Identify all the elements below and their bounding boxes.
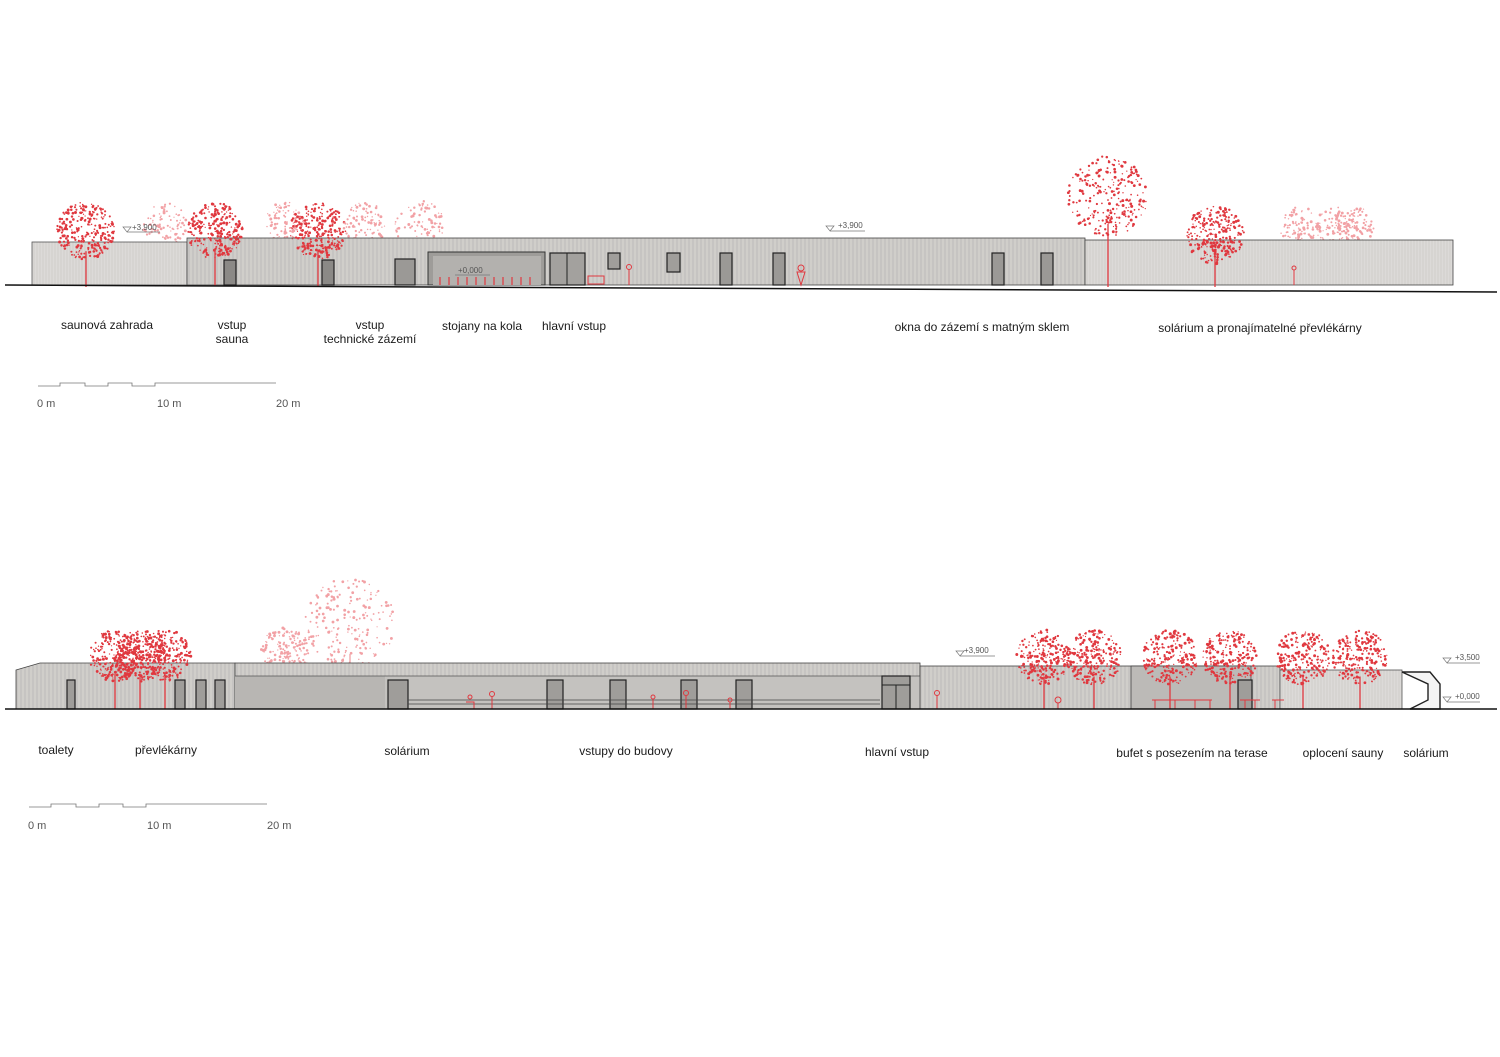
bottom-fence bbox=[1279, 669, 1403, 710]
label-sauna-entry: vstup sauna bbox=[216, 318, 249, 346]
label-sauna-garden: saunová zahrada bbox=[60, 318, 154, 332]
top-sauna-door bbox=[223, 259, 237, 286]
tree-icon bbox=[1331, 629, 1388, 709]
bottom-rails bbox=[408, 699, 880, 705]
bottom-people bbox=[466, 690, 1284, 709]
label-solarium-changing: solárium a pronajímatelné převlékárny bbox=[1158, 321, 1362, 335]
bottom-openings bbox=[66, 675, 1253, 710]
bottom-level-main: +3,900 bbox=[955, 646, 995, 657]
bottom-scale-10: 10 m bbox=[147, 820, 172, 832]
svg-text:+0,000: +0,000 bbox=[458, 266, 483, 275]
top-level-ground: +0,000 bbox=[455, 266, 490, 276]
label-sauna-entry-line1: vstup bbox=[217, 318, 247, 332]
bottom-solarium-right bbox=[1401, 671, 1441, 710]
label-tech-entry: vstup technické zázemí bbox=[324, 318, 417, 346]
svg-text:+3,500: +3,500 bbox=[1455, 653, 1480, 662]
tree-icon bbox=[1186, 205, 1245, 287]
bottom-solarium-band bbox=[235, 676, 385, 709]
svg-text:+3,900: +3,900 bbox=[964, 646, 989, 655]
top-scale-20: 20 m bbox=[276, 398, 301, 410]
label-sauna-fence: oplocení sauny bbox=[1302, 746, 1384, 760]
tree-icon bbox=[1142, 629, 1198, 709]
top-frosted-door-2 bbox=[1040, 252, 1054, 286]
tree-icon bbox=[1202, 630, 1258, 709]
bottom-trees-foreground bbox=[89, 628, 1388, 709]
top-elevation: +3,900 +3,900 +0,000 bbox=[4, 155, 1498, 293]
tree-icon bbox=[304, 578, 394, 667]
tree-icon bbox=[89, 630, 141, 709]
top-people bbox=[587, 264, 1297, 287]
top-fence-left bbox=[31, 241, 188, 286]
label-changing-rooms: převlékárny bbox=[134, 743, 198, 757]
top-tech-door bbox=[321, 259, 335, 286]
svg-text:+3,900: +3,900 bbox=[132, 223, 157, 232]
bottom-elevation: +3,900 +3,500 +0,000 bbox=[5, 578, 1497, 710]
svg-text:+3,900: +3,900 bbox=[838, 221, 863, 230]
label-tech-entry-line1: vstup bbox=[355, 318, 385, 332]
label-building-entries: vstupy do budovy bbox=[579, 744, 673, 758]
top-scale-bar bbox=[38, 382, 276, 387]
top-tech-door-2 bbox=[394, 258, 416, 286]
top-trees-foreground bbox=[56, 155, 1245, 287]
top-building-right bbox=[1084, 239, 1454, 286]
tree-icon bbox=[1280, 206, 1321, 248]
tree-icon bbox=[342, 202, 386, 244]
tree-icon bbox=[138, 629, 193, 709]
label-main-entry-top: hlavní vstup bbox=[541, 319, 607, 333]
bottom-trees-background bbox=[259, 578, 394, 679]
bottom-level-right-top: +3,500 bbox=[1442, 653, 1480, 664]
tree-icon bbox=[290, 202, 347, 286]
label-buffet-terrace: bufet s posezením na terase bbox=[1116, 746, 1268, 760]
label-toilets: toalety bbox=[38, 743, 74, 757]
bottom-level-right-ground: +0,000 bbox=[1442, 692, 1480, 703]
top-frosted-door-1 bbox=[991, 252, 1005, 286]
bottom-scale-20: 20 m bbox=[267, 820, 292, 832]
top-ground-line bbox=[4, 284, 1498, 293]
top-bike-stands bbox=[439, 277, 531, 285]
label-frosted-windows: okna do zázemí s matným sklem bbox=[894, 320, 1070, 334]
tree-icon bbox=[1276, 631, 1330, 709]
top-scale-0: 0 m bbox=[37, 398, 56, 410]
tree-icon bbox=[1066, 629, 1122, 709]
top-scale-10: 10 m bbox=[157, 398, 182, 410]
svg-text:+0,000: +0,000 bbox=[1455, 692, 1480, 701]
tree-icon bbox=[56, 202, 115, 287]
tree-icon bbox=[1066, 155, 1147, 287]
top-door-4 bbox=[772, 252, 786, 286]
tree-icon bbox=[187, 202, 244, 286]
top-window-1 bbox=[607, 252, 621, 270]
label-bike-stands: stojany na kola bbox=[441, 319, 523, 333]
top-level-roof-left: +3,900 bbox=[122, 223, 160, 233]
top-level-roof-main: +3,900 bbox=[825, 221, 865, 232]
tree-icon bbox=[259, 626, 310, 679]
tree-icon bbox=[1015, 628, 1073, 709]
bottom-scale-0: 0 m bbox=[28, 820, 47, 832]
top-bike-recess-inner bbox=[433, 256, 541, 285]
label-solarium-right: solárium bbox=[1403, 746, 1449, 760]
label-solarium: solárium bbox=[384, 744, 430, 758]
label-tech-entry-line2: technické zázemí bbox=[323, 332, 417, 346]
bottom-scale-bar bbox=[29, 803, 267, 808]
top-window-2 bbox=[666, 252, 681, 273]
label-main-entry-bottom: hlavní vstup bbox=[864, 745, 930, 759]
label-sauna-entry-line2: sauna bbox=[215, 332, 249, 346]
top-door-3 bbox=[719, 252, 733, 286]
